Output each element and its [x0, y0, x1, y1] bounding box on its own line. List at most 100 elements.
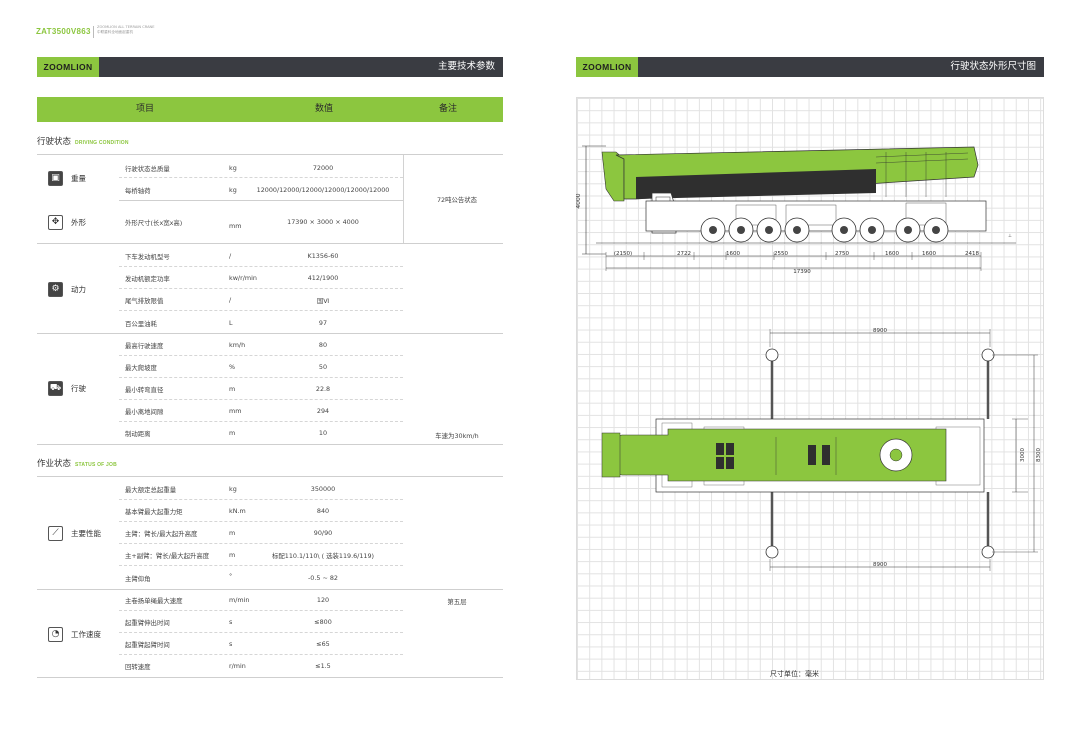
param-unit: r/min: [229, 662, 246, 670]
param-name: 百公里油耗: [125, 320, 157, 328]
param-unit: /: [229, 252, 232, 260]
param-value: 50: [318, 363, 328, 371]
table-divider: [37, 444, 503, 445]
brand-logo: ZOOMLION: [576, 57, 638, 77]
param-unit: s: [229, 618, 233, 626]
param-unit: mm: [229, 222, 242, 230]
table-divider: [119, 200, 403, 201]
model-subtitle-en: ZOOMLION ALL TERRAIN CRANE: [97, 25, 155, 29]
param-value: 412/1900: [307, 274, 339, 282]
param-unit: s: [229, 640, 233, 648]
row-divider: [119, 266, 403, 267]
param-name: 下车发动机型号: [125, 253, 170, 261]
segment-dimension-label: 1600: [922, 251, 936, 257]
svg-text:⊥: ⊥: [1008, 233, 1012, 239]
param-note: 第五层: [447, 598, 467, 606]
param-note: 车速为30km/h: [435, 432, 479, 440]
category-label: 工作速度: [71, 629, 101, 639]
category-travel: ⛟ 行驶: [48, 380, 86, 396]
param-name: 外形尺寸(长x宽x高): [125, 219, 183, 227]
crane-side-view: 4000: [576, 145, 1016, 275]
weight-icon: ▣: [48, 170, 63, 186]
row-divider: [119, 288, 403, 289]
overall-length-label: 17390: [793, 269, 811, 275]
row-divider: [119, 654, 403, 655]
column-note: 备注: [438, 104, 458, 114]
category-label: 动力: [71, 284, 86, 294]
note-column-divider: [403, 155, 404, 243]
segment-dimension-label: 1600: [885, 251, 899, 257]
row-divider: [119, 421, 403, 422]
speed-gauge-icon: ◔: [48, 626, 63, 642]
param-name: 最大爬坡度: [125, 364, 157, 372]
model-subtitle-cn: 中联重科全地面起重机: [97, 30, 133, 34]
param-unit: m/min: [229, 596, 250, 604]
table-column-header: 项目 数值 备注: [37, 97, 503, 122]
section-title-cn: 行驶状态: [37, 137, 72, 147]
param-name: 最大额定总起重量: [125, 486, 177, 494]
param-name: 最高行驶速度: [125, 342, 164, 350]
row-divider: [119, 177, 403, 178]
param-value: 840: [316, 507, 330, 515]
param-unit: kN.m: [229, 507, 246, 515]
param-value: 350000: [310, 485, 336, 493]
outrigger-width-label: 8300: [1036, 448, 1042, 462]
row-divider: [119, 355, 403, 356]
model-subtitle: ZOOMLION ALL TERRAIN CRANE 中联重科全地面起重机: [97, 25, 155, 35]
row-divider: [119, 310, 403, 311]
param-value: 10: [318, 429, 328, 437]
brand-logo: ZOOMLION: [37, 57, 99, 77]
table-divider: [37, 476, 503, 477]
param-unit: /: [229, 296, 232, 304]
param-value: 97: [318, 319, 328, 327]
param-unit: m: [229, 529, 236, 537]
unit-note: 尺寸单位：毫米: [770, 670, 819, 678]
param-value: 120: [316, 596, 330, 604]
param-name: 主卷扬单绳最大速度: [125, 597, 183, 605]
left-page-title: 主要技术参数: [437, 61, 495, 72]
row-divider: [119, 499, 403, 500]
param-name: 主+副臂：臂长/最大起升高度: [125, 552, 210, 560]
truck-icon: ⛟: [48, 380, 63, 396]
param-unit: m: [229, 551, 236, 559]
param-name: 行驶状态总质量: [125, 165, 170, 173]
column-value: 数值: [314, 104, 334, 114]
row-divider: [119, 399, 403, 400]
param-unit: °: [229, 572, 233, 580]
param-name: 最小转弯直径: [125, 386, 164, 394]
param-value: ≤800: [314, 618, 332, 626]
param-value: 12000/12000/12000/12000/12000/12000: [256, 186, 390, 194]
section-title-en: DRIVING CONDITION: [75, 140, 129, 146]
model-label: ZAT3500V863: [36, 27, 91, 36]
segment-dimension-label: 1600: [726, 251, 740, 257]
category-label: 行驶: [71, 383, 86, 393]
row-divider: [119, 543, 403, 544]
segment-dimension-label: 2418: [965, 251, 979, 257]
row-divider: [119, 521, 403, 522]
outrigger-span-bottom-label: 8900: [873, 562, 887, 568]
param-value: 国Ⅵ: [316, 297, 330, 305]
param-unit: kg: [229, 186, 237, 194]
model-divider: [93, 26, 94, 38]
param-value: 294: [316, 407, 330, 415]
param-name: 回转速度: [125, 663, 151, 671]
param-name: 起重臂伸出时间: [125, 619, 170, 627]
segment-dimension-label: 2722: [677, 251, 691, 257]
segment-dimension-label: (2150): [614, 251, 632, 257]
param-value: 17390 × 3000 × 4000: [287, 218, 359, 226]
row-divider: [119, 565, 403, 566]
param-name: 基本臂最大起重力矩: [125, 508, 183, 516]
category-speed: ◔ 工作速度: [48, 626, 101, 642]
param-name: 主臂：臂长/最大起升高度: [125, 530, 198, 538]
param-value: 90/90: [313, 529, 333, 537]
param-value: ≤65: [316, 640, 330, 648]
param-value: 80: [318, 341, 328, 349]
left-header-bar: ZOOMLION 主要技术参数: [37, 57, 503, 77]
param-unit: km/h: [229, 341, 246, 349]
param-value: 标配110.1/110\ ( 选装119.6/119): [271, 552, 375, 560]
height-dimension-label: 4000: [576, 193, 582, 208]
param-unit: L: [229, 319, 233, 327]
param-value: ≤1.5: [315, 662, 331, 670]
param-name: 主臂仰角: [125, 575, 151, 583]
drawing-grid: [576, 97, 1044, 680]
